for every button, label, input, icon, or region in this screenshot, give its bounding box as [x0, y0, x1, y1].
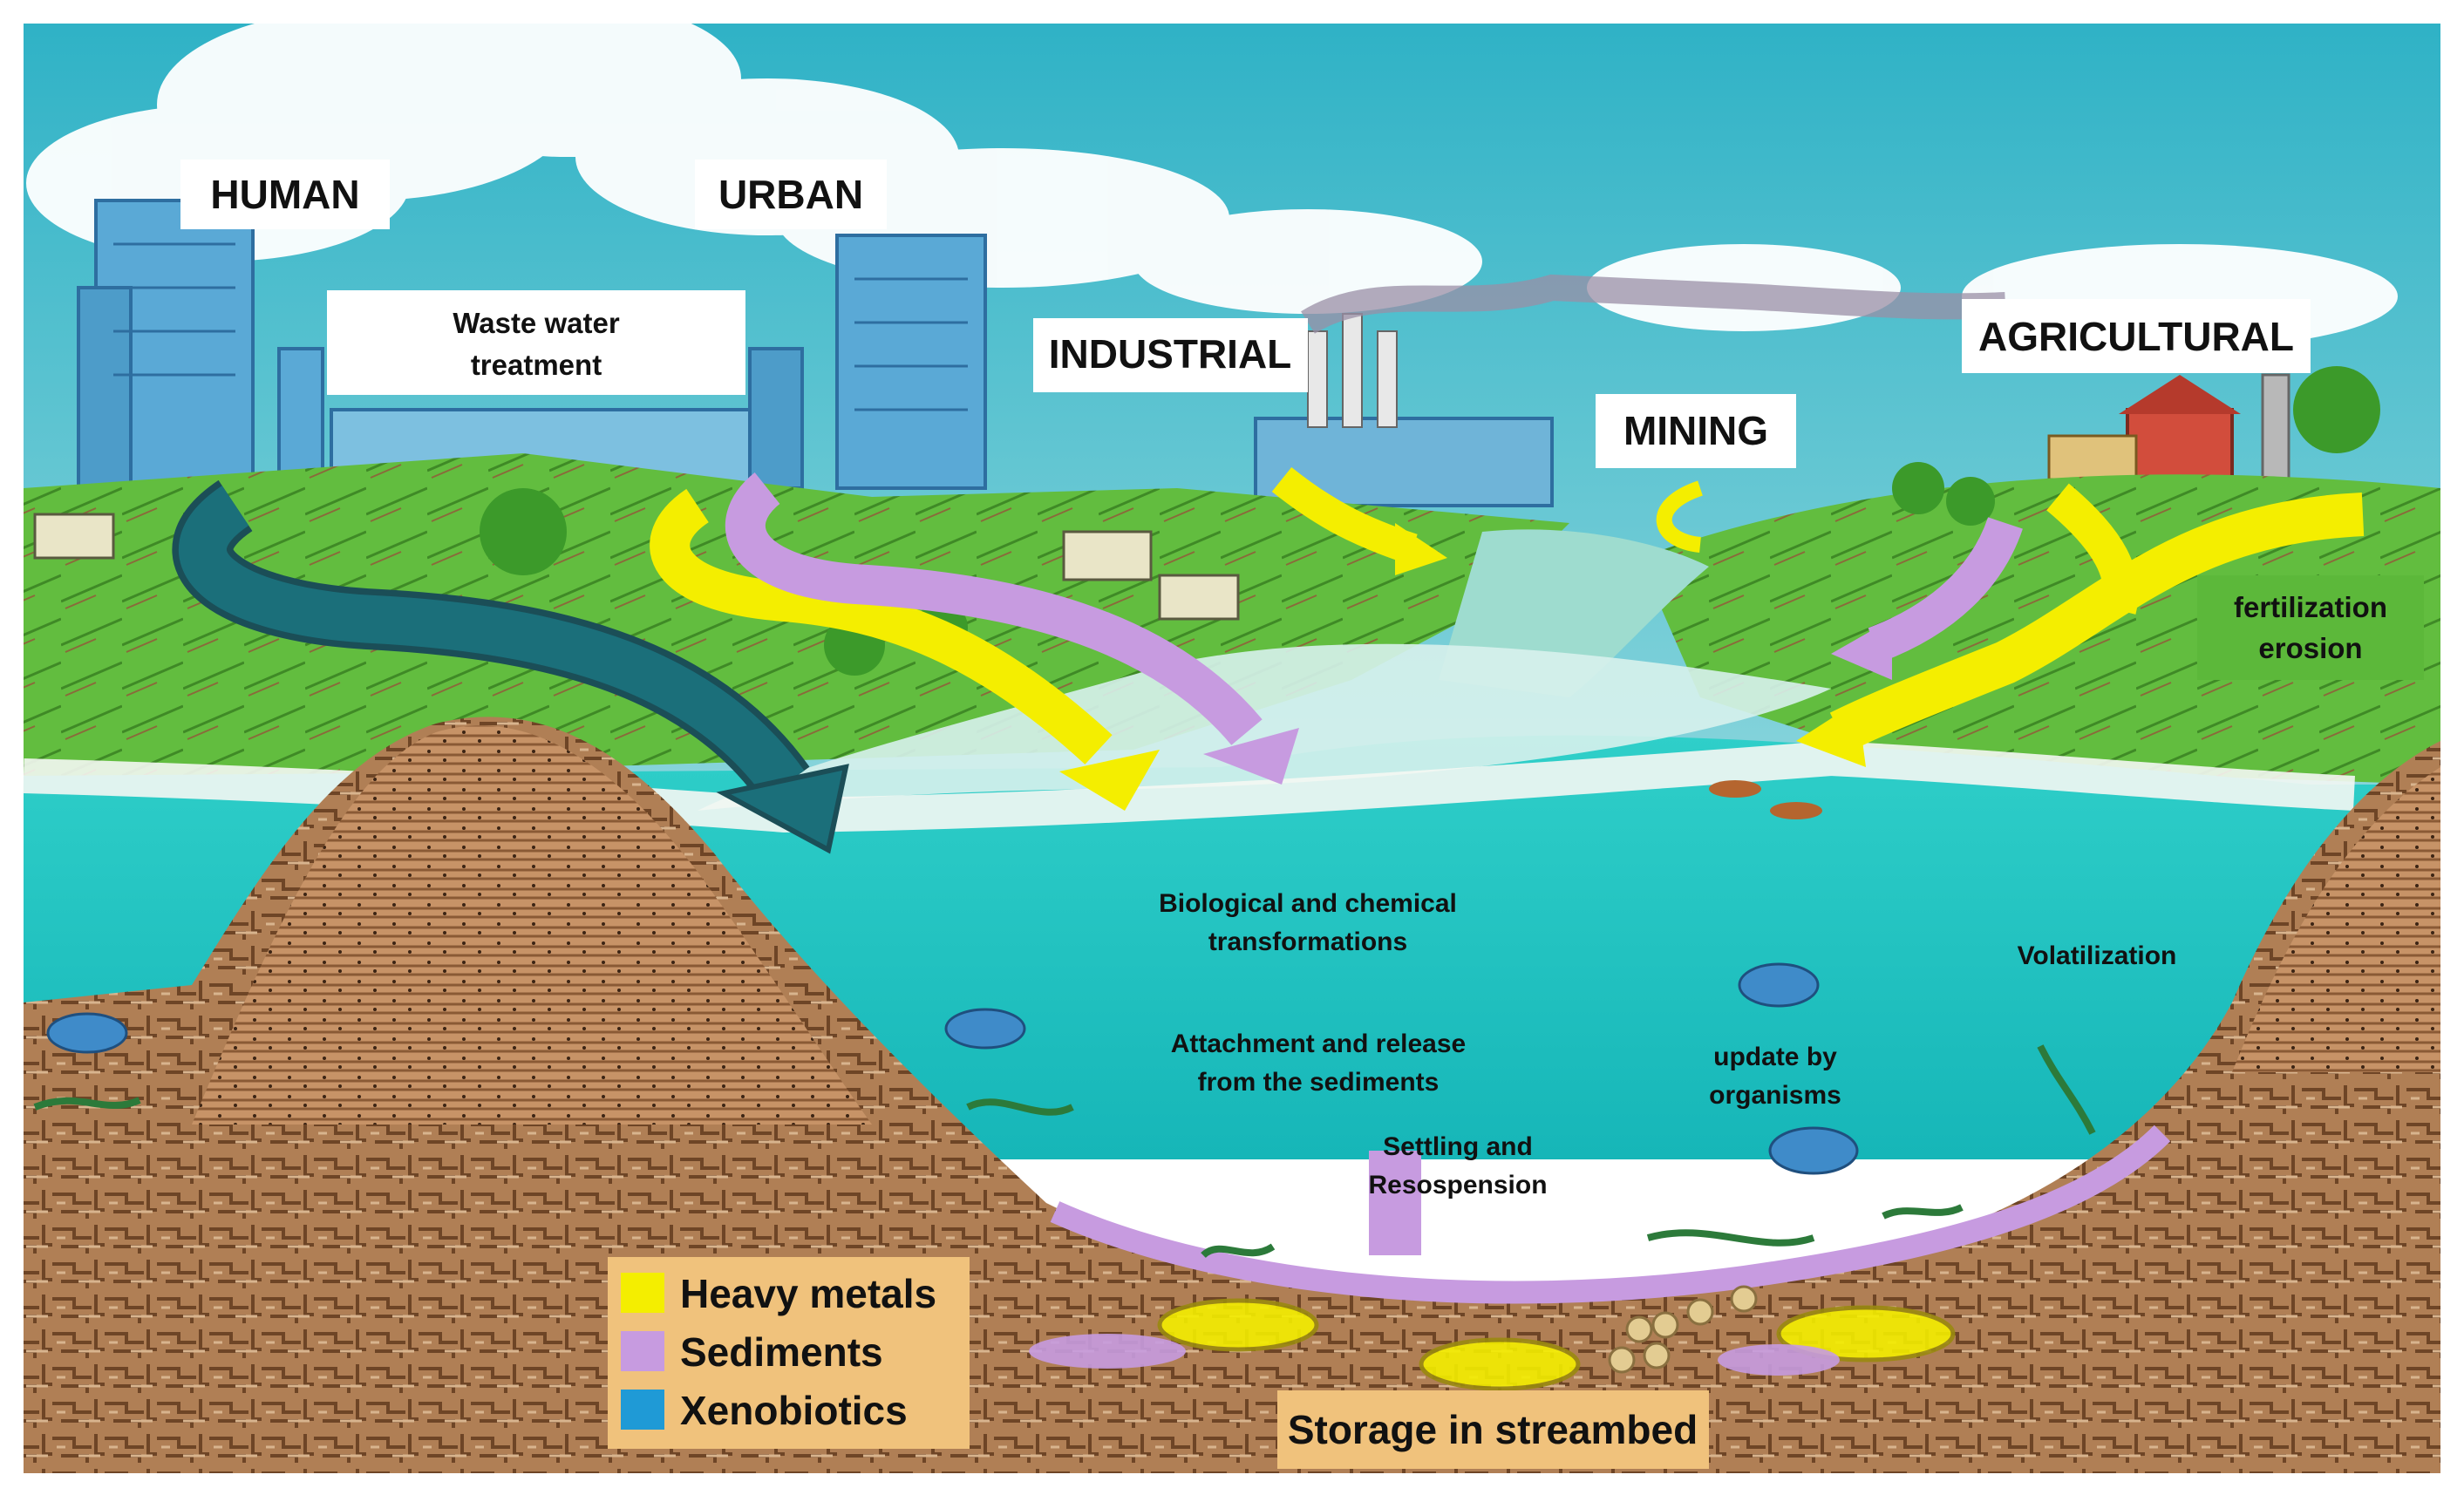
svg-text:Waste water: Waste water — [453, 307, 620, 339]
source-label-urban: URBAN — [695, 160, 887, 229]
uptake-line2: organisms — [1709, 1081, 1841, 1110]
label-urban: URBAN — [718, 172, 863, 217]
source-label-human: HUMAN — [180, 160, 390, 229]
swimmers-icon — [1709, 780, 1822, 819]
xenobiotics-arrow — [172, 479, 849, 854]
sediments-arrows — [725, 472, 2023, 785]
legend-xenobiotics: Xenobiotics — [680, 1388, 908, 1433]
legend-swatch-sediments — [621, 1331, 664, 1371]
streambed-deposits — [1029, 1285, 1956, 1391]
legend-sediments: Sediments — [680, 1329, 883, 1375]
settling-line1: Settling and — [1383, 1132, 1533, 1161]
svg-text:fertilization: fertilization — [2234, 591, 2387, 623]
bio-chem-line2: transformations — [1208, 928, 1407, 956]
uptake-line1: update by — [1713, 1043, 1837, 1071]
svg-text:MINING: MINING — [1623, 408, 1768, 453]
label-human: HUMAN — [210, 172, 359, 217]
legend: Heavy metals Sediments Xenobiotics — [608, 1257, 970, 1449]
waste-water-box: Waste water treatment — [327, 290, 745, 395]
fish-icon — [46, 962, 1859, 1175]
attachment-line1: Attachment and release — [1171, 1030, 1466, 1058]
attachment-line2: from the sediments — [1198, 1068, 1440, 1097]
source-label-mining: MINING — [1596, 394, 1796, 468]
houses — [33, 513, 1240, 621]
volatilization-label: Volatilization — [2018, 941, 2177, 970]
fertilization-erosion-box: fertilization erosion — [2197, 575, 2424, 680]
heavy-metals-arrows — [650, 466, 2365, 811]
city-skyline — [77, 199, 2290, 507]
svg-text:erosion: erosion — [2258, 632, 2362, 664]
svg-text:AGRICULTURAL: AGRICULTURAL — [1978, 314, 2294, 359]
settling-line2: Resospension — [1368, 1171, 1547, 1199]
bio-chem-line1: Biological and chemical — [1159, 889, 1457, 918]
legend-swatch-xenobiotics — [621, 1390, 664, 1430]
seaweed-icon — [33, 1044, 2096, 1259]
source-label-industrial: INDUSTRIAL — [1033, 318, 1308, 392]
svg-text:treatment: treatment — [471, 349, 602, 381]
svg-text:Storage in streambed: Storage in streambed — [1288, 1407, 1698, 1452]
process-labels: Biological and chemical transformations … — [1159, 889, 2176, 1199]
source-label-agricultural: AGRICULTURAL — [1962, 299, 2311, 373]
legend-heavy-metals: Heavy metals — [680, 1271, 936, 1316]
sediment-layer — [1050, 1125, 2171, 1304]
storage-label: Storage in streambed — [1277, 1390, 1709, 1469]
legend-swatch-heavy-metals — [621, 1273, 664, 1313]
svg-text:INDUSTRIAL: INDUSTRIAL — [1049, 331, 1292, 377]
